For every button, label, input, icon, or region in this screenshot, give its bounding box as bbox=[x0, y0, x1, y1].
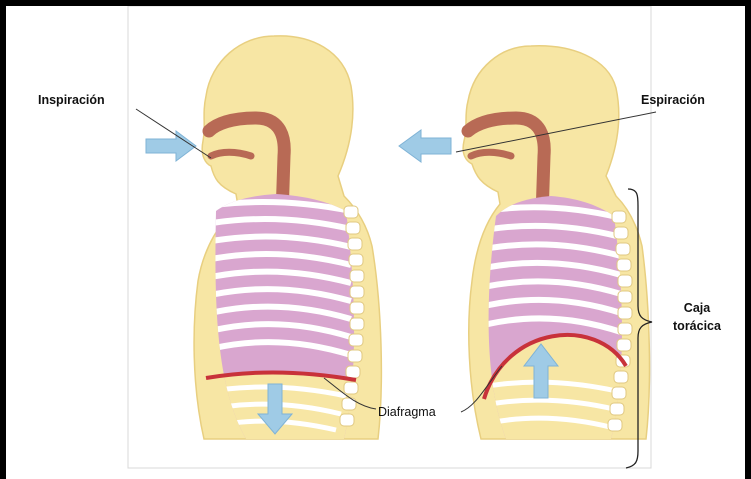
mouth-left bbox=[211, 152, 251, 156]
label-rib-cage-2: torácica bbox=[673, 319, 722, 333]
label-diaphragm: Diafragma bbox=[378, 405, 436, 419]
diagram-frame: Inspiración Espiración Caja torácica Dia… bbox=[6, 6, 745, 479]
mouth-right bbox=[471, 152, 511, 156]
breathing-diagram: Inspiración Espiración Caja torácica Dia… bbox=[6, 6, 745, 479]
label-expiration: Espiración bbox=[641, 93, 705, 107]
label-rib-cage-1: Caja bbox=[684, 301, 711, 315]
label-inspiration: Inspiración bbox=[38, 93, 105, 107]
